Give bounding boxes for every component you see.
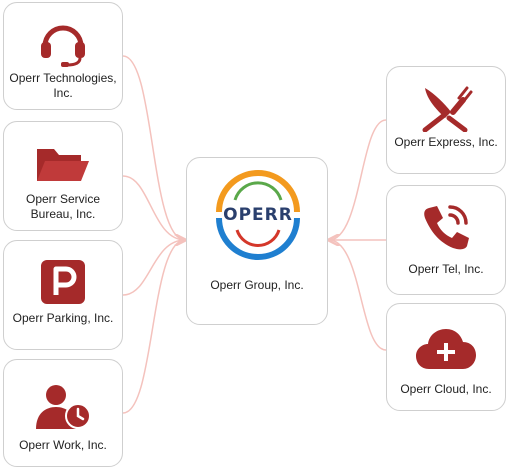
connector-parking: [122, 240, 185, 296]
node-label: Operr Parking, Inc.: [12, 311, 114, 325]
node-label: Operr Tel, Inc.: [408, 262, 484, 276]
node-label: Operr Express, Inc.: [394, 135, 498, 149]
node-label: Operr Service Bureau, Inc.: [25, 192, 101, 221]
cloud-plus-icon: [387, 322, 505, 376]
operr-logo: OPERR: [213, 170, 303, 260]
node-operr-express: Operr Express, Inc.: [386, 66, 506, 174]
node-operr-cloud: Operr Cloud, Inc.: [386, 303, 506, 411]
connector-express: [329, 119, 387, 240]
folder-icon: [4, 136, 122, 190]
phone-call-icon: [387, 200, 505, 254]
logo-text: OPERR: [223, 205, 293, 225]
node-label: Operr Technologies, Inc.: [9, 71, 117, 100]
connector-service-bureau: [122, 175, 185, 240]
connector-work: [122, 240, 185, 414]
connector-cloud: [329, 240, 387, 351]
headset-icon: [4, 17, 122, 71]
node-operr-parking: Operr Parking, Inc.: [3, 240, 123, 350]
node-label: Operr Cloud, Inc.: [400, 382, 492, 396]
user-clock-icon: [4, 380, 122, 434]
node-label: Operr Group, Inc.: [210, 278, 304, 292]
node-operr-service-bureau: Operr Service Bureau, Inc.: [3, 121, 123, 231]
connector-technologies: [122, 55, 185, 240]
parking-icon: [4, 255, 122, 309]
node-operr-technologies: Operr Technologies, Inc.: [3, 2, 123, 110]
node-operr-tel: Operr Tel, Inc.: [386, 185, 506, 295]
fork-knife-icon: [387, 81, 505, 135]
node-operr-group: OPERR Operr Group, Inc.: [186, 157, 328, 325]
node-label: Operr Work, Inc.: [19, 438, 107, 452]
node-operr-work: Operr Work, Inc.: [3, 359, 123, 467]
